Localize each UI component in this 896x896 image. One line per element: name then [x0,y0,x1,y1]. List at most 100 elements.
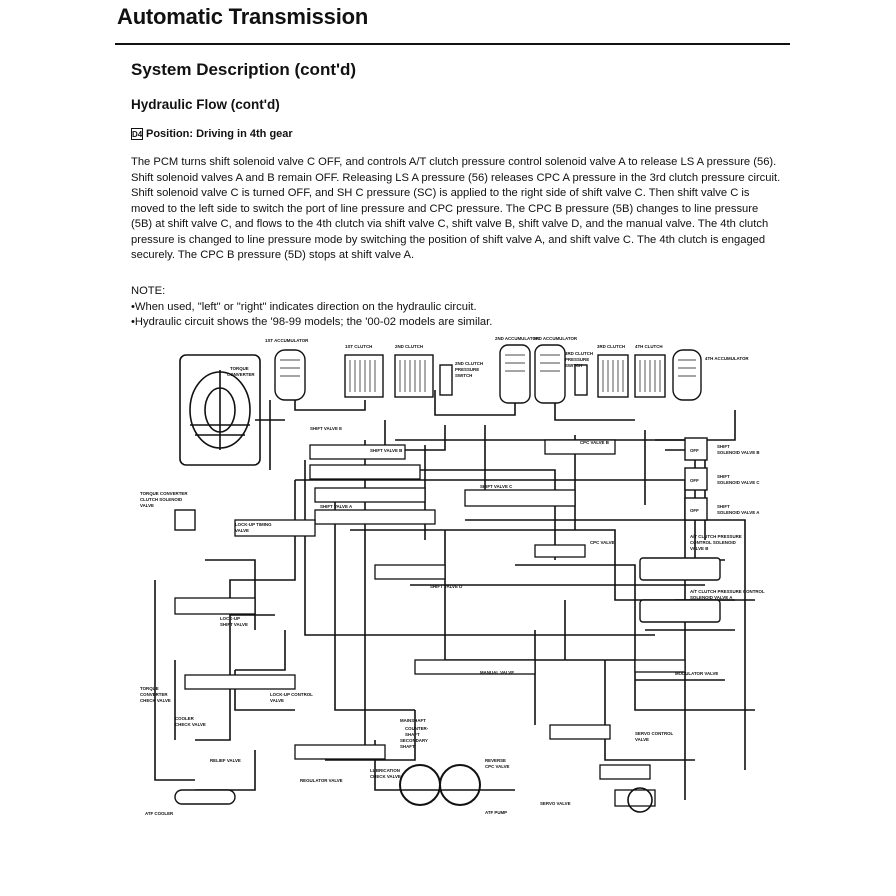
label-cooler-check-valve: CHECK VALVE [175,722,206,727]
label-2nd-clutch-pressure-switch: 2ND CLUTCH [455,361,483,366]
2nd-accumulator [499,344,531,404]
label-2nd-clutch-pressure-switch: SWITCH [455,373,472,378]
servo-control-valve [549,724,611,740]
label-mainshaft: MAINSHAFT [400,718,426,723]
shift-valve-e [309,444,406,460]
label-2nd-accumulator: 2ND ACCUMULATOR [495,336,540,341]
lock-up-shift-valve [174,597,256,615]
lock-up-timing-valve [234,519,316,537]
label-modulator-valve: MODULATOR VALVE [675,671,718,676]
label-servo-control-valve: SERVO CONTROL [635,731,674,736]
label-3rd-accumulator: 3RD ACCUMULATOR [533,336,578,341]
label-tc-clutch-solenoid: VALVE [140,503,154,508]
label-cooler-check-valve: COOLER [175,716,195,721]
label-2nd-clutch: 2ND CLUTCH [395,344,423,349]
label-countershaft: SHAFT [405,732,420,737]
label-torque-converter: CONVERTER [227,372,255,377]
regulator-valve [294,744,386,760]
1st-accumulator [274,349,306,401]
label-lock-up-shift-valve: SHIFT VALVE [220,622,248,627]
lock-up-control-valve [184,674,296,690]
atf-pump-gear-1 [399,764,441,806]
hydraulic-circuit-diagram: 1ST ACCUMULATOR 1ST CLUTCH 2ND CLUTCH 2N… [140,336,765,816]
label-shift-valve-d: SHIFT VALVE D [430,584,462,589]
torque-converter [179,354,261,466]
shift-solenoid-valve-c [684,467,708,491]
2nd-clutch [394,354,434,398]
label-tc-check-valve: CHECK VALVE [140,698,171,703]
label-torque-converter: TORQUE [230,366,249,371]
label-off-b: OFF [690,448,699,453]
label-manual-valve: MANUAL VALVE [480,670,514,675]
shift-valve-c [464,489,576,507]
label-lock-up-timing-valve: VALVE [235,528,249,533]
label-shift-solenoid-valve-a: SHIFT [717,504,730,509]
label-3rd-clutch-pressure-switch: 3RD CLUTCH [565,351,593,356]
note-item: When used, "left" or "right" indicates d… [131,300,492,315]
label-atc-solenoid-a: A/T CLUTCH PRESSURE CONTROL [690,589,765,594]
label-regulator-valve: REGULATOR VALVE [300,778,343,783]
label-countershaft: COUNTER- [405,726,429,731]
label-servo-valve: SERVO VALVE [540,801,571,806]
label-atf-cooler: ATF COOLER [145,811,174,816]
manual-valve [414,659,536,675]
section-title: System Description (cont'd) [131,60,357,79]
label-shift-valve-e: SHIFT VALVE E [310,426,342,431]
note-label: NOTE: [131,285,166,297]
label-secondary-shaft: SHAFT [400,744,415,749]
label-tc-clutch-solenoid: TORQUE CONVERTER [140,491,188,496]
label-reverse-cpc-valve: CPC VALVE [485,764,510,769]
label-shift-valve-a: SHIFT VALVE A [320,504,353,509]
label-2nd-clutch-pressure-switch: PRESSURE [455,367,479,372]
page-title: Automatic Transmission [117,4,369,29]
label-shift-solenoid-valve-a: SOLENOID VALVE A [717,510,760,515]
label-atc-solenoid-b: A/T CLUTCH PRESSURE [690,534,742,539]
servo-piston [627,787,653,813]
d4-position-icon: D4 [131,128,143,140]
atf-cooler [174,789,236,805]
label-lock-up-control-valve: LOCK-UP CONTROL [270,692,313,697]
atc-pressure-control-solenoid-valve-a [639,599,721,623]
cpc-valve-a [534,544,586,558]
label-atf-pump: ATF PUMP [485,810,507,815]
note-item: Hydraulic circuit shows the '98-99 model… [131,315,492,330]
label-tc-check-valve: CONVERTER [140,692,168,697]
label-tc-clutch-solenoid: CLUTCH SOLENOID [140,497,182,502]
label-4th-accumulator: 4TH ACCUMULATOR [705,356,749,361]
label-lubrication-check-valve: LUBRICATION [370,768,400,773]
label-lock-up-shift-valve: LOCK-UP [220,616,240,621]
modulator-valve [634,659,686,673]
label-lubrication-check-valve: CHECK VALVE [370,774,401,779]
shift-solenoid-valve-b [684,437,708,461]
label-off-a: OFF [690,508,699,513]
reverse-cpc-valve [599,764,651,780]
label-shift-solenoid-valve-c: SHIFT [717,474,730,479]
3rd-accumulator [534,344,566,404]
3rd-clutch-pressure-switch [574,364,588,396]
subsection-title: Hydraulic Flow (cont'd) [131,97,280,112]
label-lock-up-timing-valve: LOCK-UP TIMING [235,522,272,527]
label-atc-solenoid-a: SOLENOID VALVE A [690,595,733,600]
label-shift-solenoid-valve-b: SHIFT [717,444,730,449]
note-list: When used, "left" or "right" indicates d… [131,300,492,330]
label-1st-clutch: 1ST CLUTCH [345,344,372,349]
cpc-valve-b [544,439,616,455]
position-heading: D4 Position: Driving in 4th gear [131,128,293,140]
label-shift-valve-c: SHIFT VALVE C [480,484,513,489]
1st-clutch [344,354,384,398]
label-4th-clutch: 4TH CLUTCH [635,344,663,349]
label-atc-solenoid-b: CONTROL SOLENOID [690,540,736,545]
label-cpc-valve: CPC VALVE [590,540,615,545]
label-relief-valve: RELIEF VALVE [210,758,241,763]
2nd-clutch-pressure-switch [439,364,453,396]
position-label: Position: Driving in 4th gear [146,128,293,140]
label-servo-control-valve: VALVE [635,737,649,742]
label-off-c: OFF [690,478,699,483]
atf-pump-gear-2 [439,764,481,806]
shift-valve-b-lower [314,487,426,503]
label-3rd-clutch-pressure-switch: PRESSURE [565,357,589,362]
label-shift-valve-b: SHIFT VALVE B [370,448,402,453]
label-3rd-clutch-pressure-switch: SWITCH [565,363,582,368]
shift-valve-a [314,509,436,525]
label-tc-check-valve: TORQUE [140,686,159,691]
